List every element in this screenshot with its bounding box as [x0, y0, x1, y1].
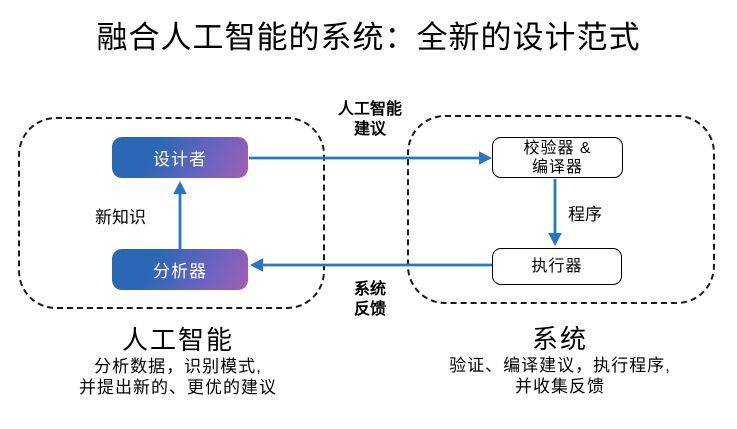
- verifier-compiler-node: 校验器 & 编译器: [492, 137, 623, 178]
- system-feedback-label-line1: 系统: [353, 281, 386, 298]
- system-caption-line1: 验证、编译建议，执行程序,: [449, 356, 671, 375]
- verifier-compiler-label-line1: 校验器 &: [523, 139, 592, 157]
- designer-node: 设计者: [112, 137, 248, 178]
- system-feedback-label-line2: 反馈: [353, 301, 386, 318]
- ai-suggestion-label-line1: 人工智能: [337, 101, 402, 118]
- ai-caption: 人工智能 分析数据，识别模式, 并提出新的、更优的建议: [8, 325, 348, 398]
- ai-caption-line1: 分析数据，识别模式,: [94, 357, 262, 376]
- system-caption: 系统 验证、编译建议，执行程序, 并收集反馈: [392, 324, 728, 397]
- program-label: 程序: [568, 205, 602, 224]
- system-feedback-label: 系统 反馈: [315, 280, 425, 320]
- system-caption-title: 系统: [531, 324, 588, 354]
- designer-node-label: 设计者: [153, 150, 207, 169]
- analyzer-node-label: 分析器: [153, 262, 207, 281]
- ai-suggestion-label-line2: 建议: [353, 121, 386, 138]
- page-title: 融合人工智能的系统：全新的设计范式: [96, 20, 641, 55]
- executor-node: 执行器: [492, 248, 622, 285]
- verifier-compiler-label-line2: 编译器: [531, 158, 583, 176]
- ai-suggestion-label: 人工智能 建议: [315, 100, 425, 140]
- system-caption-line2: 并收集反馈: [515, 377, 605, 396]
- ai-group-box: [18, 117, 325, 309]
- analyzer-node: 分析器: [112, 249, 248, 290]
- new-knowledge-label: 新知识: [95, 208, 146, 227]
- system-group-box: [407, 115, 715, 304]
- ai-caption-title: 人工智能: [121, 325, 234, 355]
- executor-node-label: 执行器: [531, 258, 583, 275]
- ai-caption-line2: 并提出新的、更优的建议: [79, 378, 277, 397]
